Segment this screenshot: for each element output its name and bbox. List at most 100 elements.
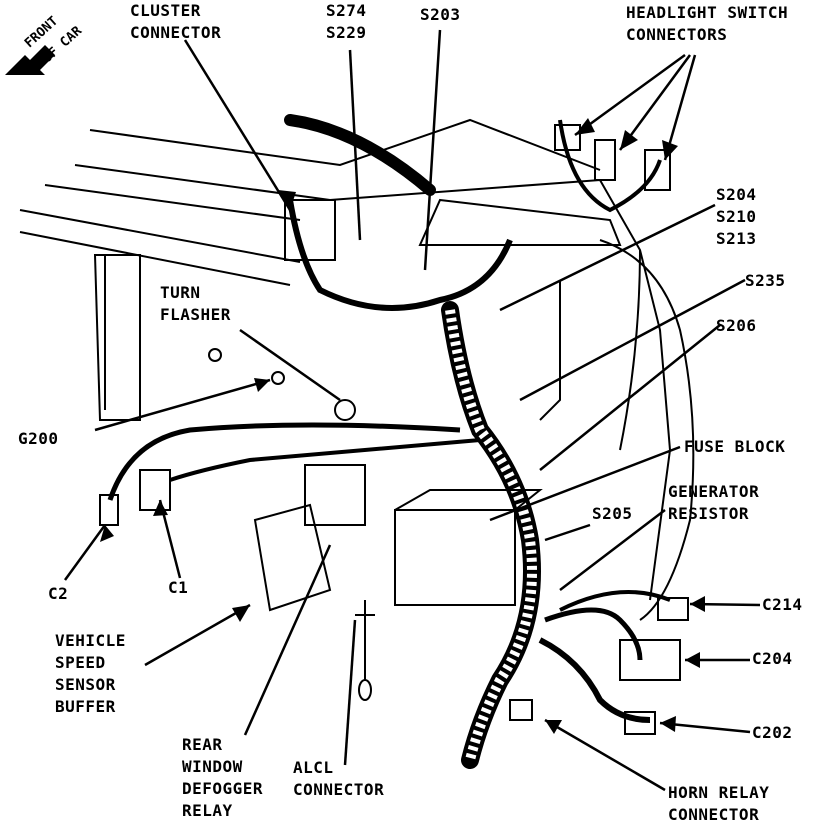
- wire-left: [107, 422, 461, 501]
- leader-c2: [63, 524, 107, 581]
- label-c204: C204: [752, 648, 793, 670]
- arrowhead: [575, 118, 595, 135]
- label-s205: S205: [592, 503, 633, 525]
- label-line: BUFFER: [55, 697, 116, 716]
- fuse-block-body: [394, 509, 516, 606]
- label-line: HORN RELAY: [668, 783, 770, 802]
- label-headlight-switch-connectors: HEADLIGHT SWITCH CONNECTORS: [626, 2, 788, 46]
- arrowhead: [153, 500, 168, 516]
- wire-branch-c204: [544, 607, 643, 661]
- label-line: DEFOGGER: [182, 779, 264, 798]
- leader-defogger: [243, 544, 332, 736]
- label-c2: C2: [48, 583, 68, 605]
- label-line: RELAY: [182, 801, 233, 820]
- wire-trunk: [441, 301, 541, 769]
- wire-left-2: [169, 438, 481, 482]
- label-s206: S206: [716, 315, 757, 337]
- dash-line: [19, 231, 291, 286]
- wire-bundle-upper: [287, 199, 513, 311]
- c204-body: [619, 639, 681, 681]
- label-g200: G200: [18, 428, 59, 450]
- kick-panel: [599, 239, 695, 621]
- label-line: RESISTOR: [668, 504, 750, 523]
- arrowhead: [545, 720, 562, 734]
- arrowhead: [660, 716, 676, 732]
- alcl-stem: [355, 600, 375, 680]
- label-vehicle-speed-sensor-buffer: VEHICLE SPEED SENSOR BUFFER: [55, 630, 126, 718]
- label-line: C1: [168, 578, 189, 597]
- front-of-car-arrow: [5, 45, 55, 75]
- leader-generator: [559, 509, 666, 591]
- leader-g200: [94, 378, 271, 432]
- horn-relay-body: [509, 699, 533, 721]
- dash-line: [44, 184, 301, 221]
- label-line: SPEED: [55, 653, 106, 672]
- leader-fuse-block: [489, 445, 681, 522]
- leader-alcl: [343, 619, 357, 766]
- label-line: C204: [752, 649, 793, 668]
- arrowhead: [662, 140, 678, 160]
- c214-body: [657, 597, 689, 621]
- dash-panel: [418, 198, 622, 246]
- fuse-block-top: [394, 489, 543, 511]
- label-line: GENERATOR: [668, 482, 760, 501]
- cluster-connector-body: [284, 199, 336, 261]
- label-horn-relay-connector: HORN RELAY CONNECTOR: [668, 782, 769, 826]
- wire-branch-c202: [538, 637, 651, 723]
- dash-panel-edge: [539, 280, 561, 421]
- label-line: SENSOR: [55, 675, 116, 694]
- arrowheads: [100, 118, 705, 734]
- label-line: S210: [716, 207, 757, 226]
- label-line: C2: [48, 584, 69, 603]
- leader-s204: [499, 203, 716, 312]
- headlight-conn-2: [594, 139, 616, 181]
- arrowhead: [100, 525, 114, 542]
- label-line: VEHICLE: [55, 631, 126, 650]
- label-line: C202: [752, 723, 793, 742]
- label-line: C214: [762, 595, 803, 614]
- label-line: G200: [18, 429, 59, 448]
- leader-lines: [63, 29, 761, 792]
- label-line: REAR: [182, 735, 223, 754]
- c202-body: [624, 711, 656, 735]
- wire-headlight: [558, 119, 662, 213]
- leader-s274: [348, 49, 362, 241]
- label-line: TURN: [160, 283, 201, 302]
- dash-outline: [329, 178, 672, 601]
- label-c1: C1: [168, 577, 188, 599]
- label-cluster-connector: CLUSTER CONNECTOR: [130, 0, 221, 44]
- label-s203: S203: [420, 4, 461, 26]
- kick-panel-edge: [619, 249, 641, 451]
- wire-branch-c214: [559, 590, 671, 612]
- dash-line: [19, 209, 301, 263]
- label-s235: S235: [745, 270, 786, 292]
- leader-s235: [519, 278, 746, 402]
- defogger-relay-body: [304, 464, 366, 526]
- leader-horn: [544, 718, 666, 792]
- label-turn-flasher: TURN FLASHER: [160, 282, 231, 326]
- label-alcl-connector: ALCL CONNECTOR: [293, 757, 384, 801]
- label-line: S206: [716, 316, 757, 335]
- leader-cluster: [183, 39, 292, 211]
- label-line: FUSE BLOCK: [684, 437, 786, 456]
- label-line: S235: [745, 271, 786, 290]
- label-line: CONNECTOR: [293, 780, 385, 799]
- c2-body: [99, 494, 119, 526]
- label-s274-s229: S274 S229: [326, 0, 367, 44]
- label-line: CLUSTER: [130, 1, 201, 20]
- label-line: ALCL: [293, 758, 334, 777]
- leader-hl3: [663, 54, 697, 161]
- label-rear-window-defogger-relay: REAR WINDOW DEFOGGER RELAY: [182, 734, 263, 822]
- arrowhead: [690, 596, 705, 612]
- alcl-connector-body: [358, 679, 372, 701]
- label-line: S205: [592, 504, 633, 523]
- leader-turn-flasher: [239, 328, 341, 402]
- label-line: CONNECTORS: [626, 25, 728, 44]
- label-line: S274: [326, 1, 367, 20]
- dash-bracket: [93, 254, 141, 421]
- vss-buffer-board: [253, 503, 332, 612]
- arrowhead: [278, 190, 296, 210]
- leader-s206: [539, 324, 721, 471]
- label-line: S229: [326, 23, 367, 42]
